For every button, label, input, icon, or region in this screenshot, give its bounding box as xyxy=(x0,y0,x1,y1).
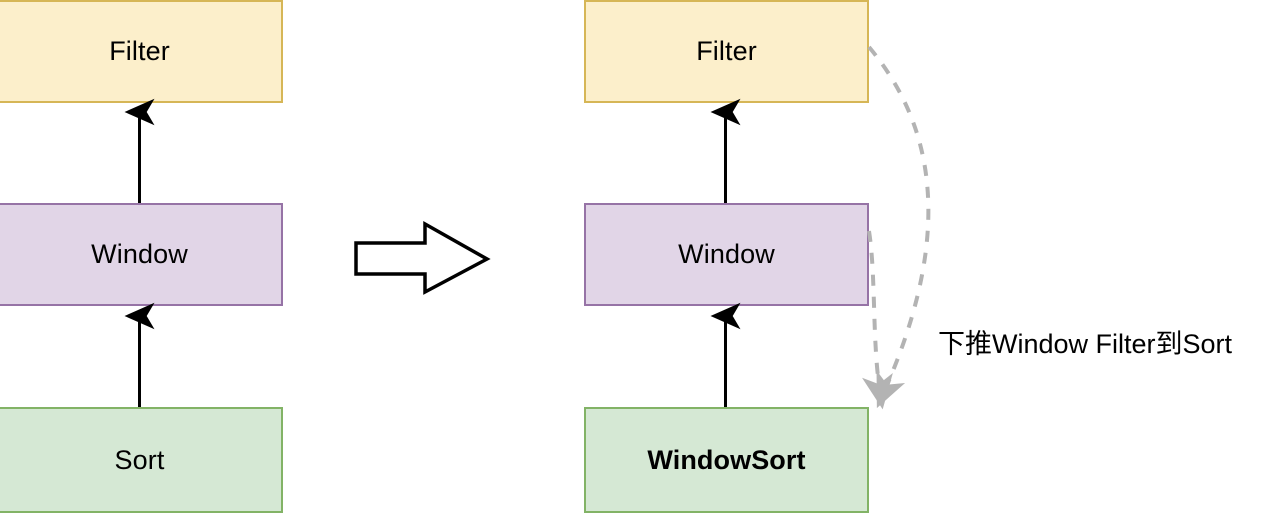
right-plan-node-windowsort[interactable]: WindowSort xyxy=(584,407,869,513)
right-plan-node-window-label: Window xyxy=(678,239,775,269)
dashed-edge-window-to-windowsort xyxy=(862,230,893,410)
pushdown-annotation-label: 下推Window Filter到Sort xyxy=(938,329,1233,359)
left-plan-node-window-label: Window xyxy=(91,239,188,269)
left-plan-node-sort-label: Sort xyxy=(114,444,165,475)
left-plan-node-sort[interactable]: Sort xyxy=(0,407,283,513)
transform-arrow-icon xyxy=(354,221,491,295)
left-plan-node-window[interactable]: Window xyxy=(0,203,283,306)
right-plan-node-filter-label: Filter xyxy=(696,36,757,66)
left-plan-node-filter-label: Filter xyxy=(109,36,170,66)
right-plan-node-filter[interactable]: Filter xyxy=(584,0,869,103)
left-plan-node-filter[interactable]: Filter xyxy=(0,0,283,103)
right-plan-node-windowsort-label: WindowSort xyxy=(647,444,806,475)
right-plan-node-window[interactable]: Window xyxy=(584,203,869,306)
dashed-edge-filter-to-windowsort xyxy=(867,45,931,409)
